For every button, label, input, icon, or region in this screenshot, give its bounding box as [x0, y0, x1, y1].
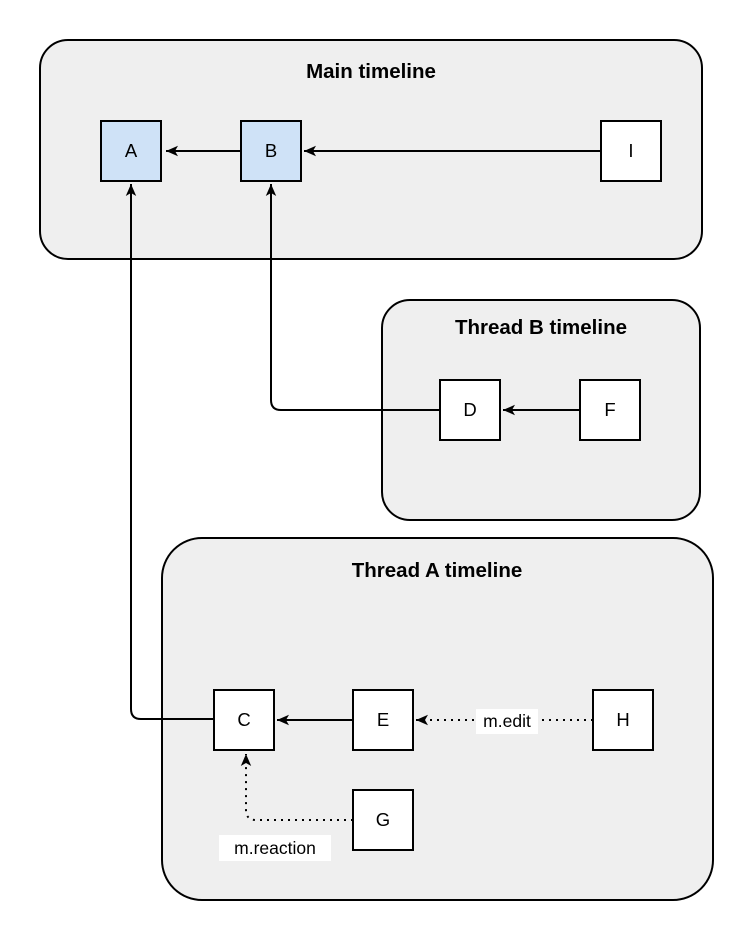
edge-label-edit: m.edit	[483, 711, 531, 731]
event-label-a: A	[125, 140, 138, 161]
event-box-c	[213, 689, 275, 751]
edge-label-reaction-bg	[219, 835, 331, 861]
event-label-e: E	[377, 709, 389, 730]
event-node-h: H	[592, 689, 654, 751]
event-box-b	[240, 120, 302, 182]
edge-g-to-c-dotted	[240, 754, 353, 821]
main-timeline-container	[39, 39, 703, 260]
event-label-f: F	[604, 399, 615, 420]
event-node-c: C	[213, 689, 275, 751]
event-box-i	[600, 120, 662, 182]
edge-label-reaction: m.reaction	[234, 838, 316, 858]
event-label-d: D	[463, 399, 476, 420]
event-box-e	[352, 689, 414, 751]
event-label-c: C	[237, 709, 250, 730]
event-node-f: F	[579, 379, 641, 441]
event-box-f	[579, 379, 641, 441]
event-box-d	[439, 379, 501, 441]
event-label-h: H	[616, 709, 629, 730]
edge-c-to-a	[125, 184, 214, 720]
event-box-h	[592, 689, 654, 751]
thread-b-timeline-title: Thread B timeline	[455, 316, 627, 339]
thread-a-timeline-title: Thread A timeline	[352, 559, 523, 582]
event-node-i: I	[600, 120, 662, 182]
event-node-d: D	[439, 379, 501, 441]
event-node-b: B	[240, 120, 302, 182]
event-node-e: E	[352, 689, 414, 751]
event-box-a	[100, 120, 162, 182]
event-node-a: A	[100, 120, 162, 182]
main-timeline-title: Main timeline	[306, 60, 436, 83]
edge-label-edit-bg	[476, 709, 538, 734]
event-node-g: G	[352, 789, 414, 851]
event-label-g: G	[376, 809, 390, 830]
event-label-i: I	[628, 140, 633, 161]
event-label-b: B	[265, 140, 277, 161]
event-box-g	[352, 789, 414, 851]
edge-d-to-b	[265, 184, 440, 411]
